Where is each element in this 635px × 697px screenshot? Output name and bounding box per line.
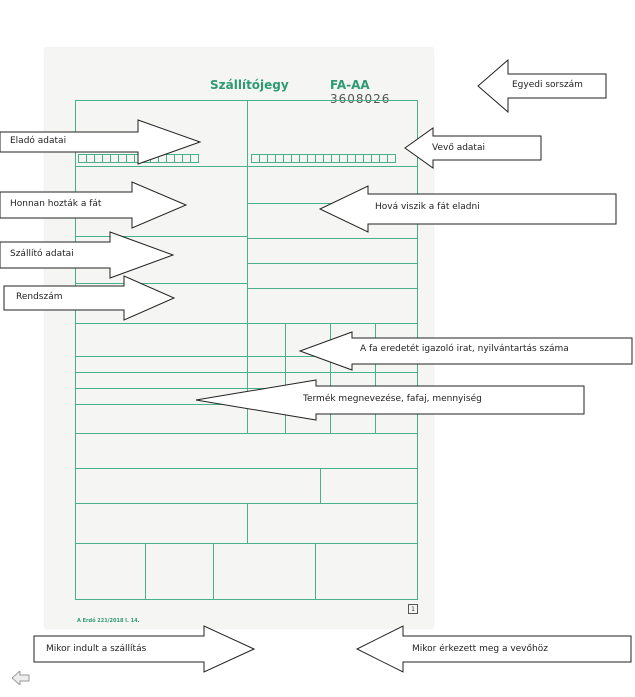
- form-divider: [247, 100, 248, 370]
- form-code-prefix: FA-AA: [330, 78, 370, 92]
- form-rule: [75, 323, 418, 324]
- label-egyedi-sorszam: Egyedi sorszám: [512, 80, 583, 90]
- right-arrow-shape: [0, 119, 202, 165]
- label-szallito: Szállító adatai: [10, 249, 74, 259]
- left-arrow-shape: [195, 379, 585, 421]
- label-termek: Termék megnevezése, fafaj, mennyiség: [303, 394, 482, 404]
- form-divider: [247, 503, 248, 543]
- form-rule: [75, 372, 418, 373]
- form-rule: [75, 433, 418, 434]
- form-serial: FA-AA 3608026: [330, 78, 433, 106]
- form-rule: [75, 543, 418, 544]
- form-rule: [75, 236, 247, 237]
- label-honnan: Honnan hozták a fát: [10, 199, 102, 209]
- label-vevo-adatai: Vevő adatai: [432, 143, 485, 153]
- left-arrow-shape: [404, 127, 542, 169]
- label-rendszam: Rendszám: [16, 292, 63, 302]
- form-serial-number: 3608026: [330, 92, 391, 106]
- label-erkezett: Mikor érkezett meg a vevőhöz: [412, 644, 548, 654]
- buyer-id-cells: [251, 154, 396, 163]
- form-rule: [247, 238, 418, 239]
- label-elado-adatai: Eladó adatai: [10, 136, 67, 146]
- right-arrow-shape: [33, 625, 256, 673]
- form-divider: [375, 323, 376, 433]
- left-arrow-shape: [477, 58, 607, 114]
- form-title: Szállítójegy: [210, 78, 289, 92]
- label-eredet: A fa eredetét igazoló irat, nyilvántartá…: [360, 344, 569, 354]
- page-number: 1: [408, 604, 418, 614]
- form-rule: [75, 468, 418, 469]
- form-divider: [330, 323, 331, 433]
- right-arrow-shape: [3, 275, 176, 321]
- back-arrow-icon[interactable]: [11, 669, 30, 687]
- form-footer-code: A Erdő 221/2018 I. 14.: [77, 618, 140, 624]
- left-arrow-shape: [318, 185, 617, 233]
- form-divider: [285, 323, 286, 433]
- form-divider: [145, 543, 146, 600]
- right-arrow-shape: [0, 231, 175, 279]
- form-rule: [75, 356, 418, 357]
- form-divider: [213, 543, 214, 600]
- seller-id-cells: [78, 154, 199, 163]
- right-arrow-shape: [0, 181, 188, 229]
- left-arrow-shape: [298, 331, 633, 371]
- form-rule: [75, 283, 247, 284]
- form-rule: [75, 388, 418, 389]
- label-indult: Mikor indult a szállítás: [46, 644, 147, 654]
- left-arrow-shape: [355, 625, 632, 673]
- form-rule: [247, 288, 418, 289]
- form-divider: [315, 543, 316, 600]
- form-rule: [75, 166, 418, 167]
- label-hova: Hová viszik a fát eladni: [375, 202, 480, 212]
- form-divider: [247, 323, 248, 433]
- form-rule: [75, 503, 418, 504]
- form-rule: [247, 263, 418, 264]
- form-divider: [320, 468, 321, 503]
